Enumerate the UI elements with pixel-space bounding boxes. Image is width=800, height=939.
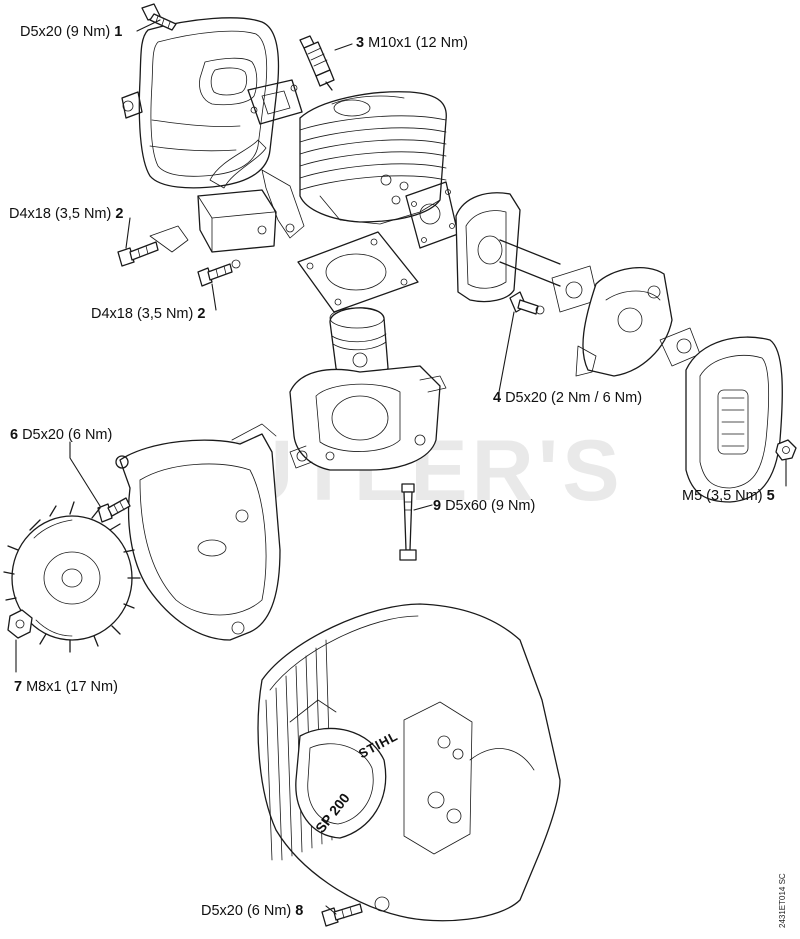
callout-8-number: 8 <box>295 903 304 919</box>
document-number: 2431ET014 SC <box>778 873 787 928</box>
screw-2b <box>197 259 241 287</box>
callout-2a-number: 2 <box>115 206 124 222</box>
nut-7 <box>7 609 33 639</box>
leader-1 <box>136 19 161 32</box>
engine-cover <box>257 603 561 922</box>
leader-8 <box>325 905 337 915</box>
callout-5: M5 (3,5 Nm)5 <box>682 488 775 504</box>
callout-1-number: 1 <box>114 24 123 40</box>
air-filter-housing <box>685 336 783 503</box>
spark-plug <box>299 35 335 91</box>
nut-5 <box>775 439 797 461</box>
callout-2b-number: 2 <box>197 306 206 322</box>
cylinder <box>299 91 447 225</box>
leader-3 <box>334 43 353 51</box>
leader-9 <box>413 504 433 511</box>
leader-4 <box>498 311 515 393</box>
leader-6 <box>69 441 101 507</box>
callout-9-spec: D5x60 (9 Nm) <box>445 498 536 514</box>
callout-4-number: 4 <box>493 390 502 406</box>
flywheel <box>3 501 141 653</box>
callout-3-number: 3 <box>356 35 365 51</box>
callout-7-spec: M8x1 (17 Nm) <box>26 679 118 695</box>
leader-2a <box>125 217 131 249</box>
callout-6-spec: D5x20 (6 Nm) <box>22 427 113 443</box>
muffler-gasket <box>247 79 303 125</box>
leader-2b <box>211 283 217 311</box>
callout-8: D5x20 (6 Nm)8 <box>201 903 303 919</box>
carburetor <box>551 265 701 377</box>
screw-6 <box>97 497 131 523</box>
screw-9 <box>399 483 417 561</box>
callout-7-number: 7 <box>14 679 23 695</box>
callout-2a: D4x18 (3,5 Nm)2 <box>9 206 123 222</box>
ignition-module <box>149 139 305 253</box>
screw-1 <box>141 3 177 31</box>
piston <box>329 307 389 380</box>
callout-2b-spec: D4x18 (3,5 Nm) <box>91 306 194 322</box>
callout-5-spec: M5 (3,5 Nm) <box>682 488 763 504</box>
callout-2a-spec: D4x18 (3,5 Nm) <box>9 206 112 222</box>
base-gasket <box>297 231 419 313</box>
callout-8-spec: D5x20 (6 Nm) <box>201 903 292 919</box>
intake-flange <box>455 192 561 303</box>
callout-6-number: 6 <box>10 427 19 443</box>
callout-9-number: 9 <box>433 498 442 514</box>
screw-2a <box>117 241 159 267</box>
muffler <box>121 17 280 189</box>
callout-1: D5x20 (9 Nm)1 <box>20 24 122 40</box>
callout-1-spec: D5x20 (9 Nm) <box>20 24 111 40</box>
callout-5-number: 5 <box>766 488 775 504</box>
callout-2b: D4x18 (3,5 Nm)2 <box>91 306 205 322</box>
screw-4 <box>509 291 545 315</box>
fan-housing <box>115 423 281 641</box>
crankcase <box>289 365 447 471</box>
callout-3-spec: M10x1 (12 Nm) <box>368 35 468 51</box>
callout-4-spec: D5x20 (2 Nm / 6 Nm) <box>505 390 643 406</box>
